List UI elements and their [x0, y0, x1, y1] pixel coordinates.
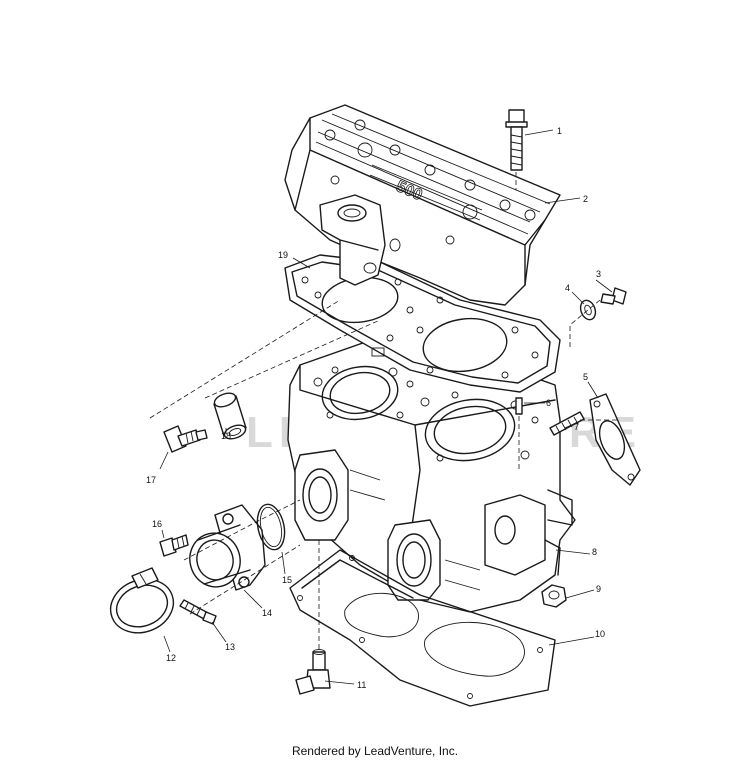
callout-12: 12: [166, 653, 176, 663]
leader-lines: [159, 129, 613, 685]
callout-labels: 1 2 3 4 5 6 7 8 9 10 11 12 13 14 15 16 1…: [146, 126, 605, 690]
part-7-stud: [549, 411, 585, 436]
part-10-base-gasket: [289, 549, 556, 707]
callout-3: 3: [596, 269, 601, 279]
callout-7: 7: [574, 422, 579, 432]
part-4-washer: [579, 299, 597, 321]
part-6-dowel-pin: [515, 397, 523, 470]
assembly-lines: [149, 299, 620, 615]
part-12-clamp: [109, 567, 175, 634]
callout-10: 10: [595, 629, 605, 639]
callout-15: 15: [282, 575, 292, 585]
part-14-intake-adapter: [189, 504, 266, 591]
callout-4: 4: [565, 283, 570, 293]
callout-18: 18: [221, 431, 231, 441]
callout-5: 5: [583, 372, 588, 382]
part-8-cylinder-block: [287, 329, 576, 613]
part-5-exhaust-gasket: [589, 393, 641, 486]
part-11-fitting: [295, 540, 331, 695]
callout-19: 19: [278, 250, 288, 260]
callout-2: 2: [583, 194, 588, 204]
callout-6: 6: [546, 398, 551, 408]
part-2-cylinder-head: 500: [284, 104, 561, 306]
part-17-temp-sensor: [163, 425, 208, 453]
callout-8: 8: [592, 547, 597, 557]
callout-13: 13: [225, 642, 235, 652]
part-16-bolt: [159, 534, 189, 557]
part-18-sleeve: [213, 392, 247, 440]
part-1-head-bolt: [505, 109, 528, 190]
callout-17: 17: [146, 475, 156, 485]
part-13-screw: [179, 599, 217, 625]
footer-credit: Rendered by LeadVenture, Inc.: [291, 744, 459, 758]
part-9-nut: [541, 584, 567, 608]
callout-1: 1: [557, 126, 562, 136]
callout-16: 16: [152, 519, 162, 529]
callout-9: 9: [596, 584, 601, 594]
part-15-o-ring: [256, 503, 286, 551]
part-3-bolt: [600, 287, 627, 305]
callout-14: 14: [262, 608, 272, 618]
callout-11: 11: [357, 680, 366, 690]
